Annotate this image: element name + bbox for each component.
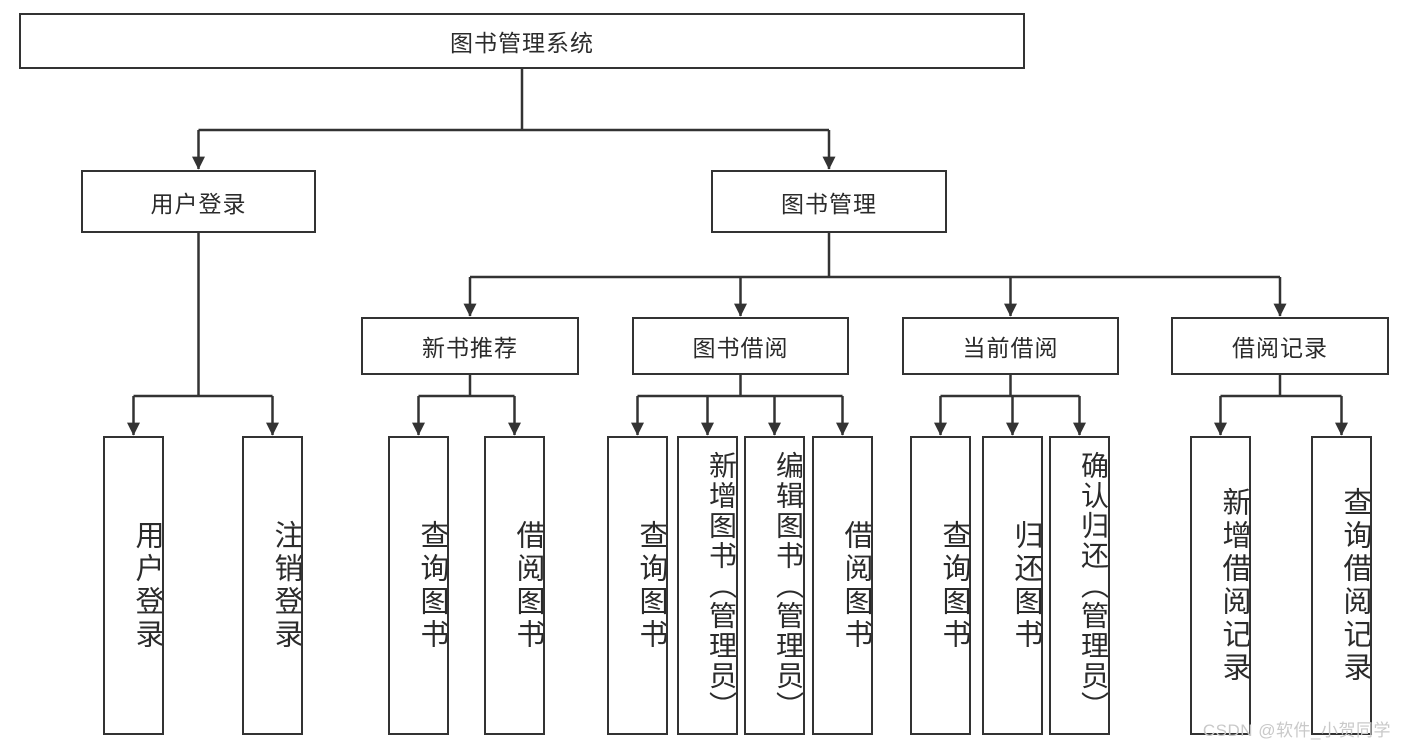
node-label: 借阅记录 [1232, 335, 1328, 361]
node-label: 确认归还（管理员） [1078, 450, 1109, 721]
node-l2-0[interactable]: 新书推荐 [361, 317, 579, 375]
node-leaf-7[interactable]: 借阅图书 [812, 436, 873, 735]
node-leaf-8[interactable]: 查询图书 [910, 436, 971, 735]
node-l1-0[interactable]: 用户登录 [81, 170, 316, 233]
node-label: 查询借阅记录 [1339, 486, 1371, 685]
node-leaf-2[interactable]: 查询图书 [388, 436, 449, 735]
node-label: 查询图书 [635, 519, 667, 652]
node-l2-3[interactable]: 借阅记录 [1171, 317, 1389, 375]
node-leaf-5[interactable]: 新增图书（管理员） [677, 436, 738, 735]
node-label: 编辑图书（管理员） [773, 450, 804, 721]
node-label: 新书推荐 [422, 335, 518, 361]
node-leaf-12[interactable]: 查询借阅记录 [1311, 436, 1372, 735]
node-label: 新增图书（管理员） [706, 450, 737, 721]
node-leaf-9[interactable]: 归还图书 [982, 436, 1043, 735]
node-label: 用户登录 [131, 519, 163, 652]
node-l2-2[interactable]: 当前借阅 [902, 317, 1119, 375]
node-label: 用户登录 [150, 190, 247, 217]
node-label: 借阅图书 [840, 519, 872, 652]
node-label: 图书借阅 [692, 335, 789, 361]
node-l1-1[interactable]: 图书管理 [711, 170, 947, 233]
node-leaf-0[interactable]: 用户登录 [103, 436, 164, 735]
node-label: 当前借阅 [962, 335, 1059, 361]
node-label: 查询图书 [416, 519, 448, 652]
node-leaf-3[interactable]: 借阅图书 [484, 436, 545, 735]
node-leaf-6[interactable]: 编辑图书（管理员） [744, 436, 805, 735]
node-leaf-1[interactable]: 注销登录 [242, 436, 303, 735]
node-label: 借阅图书 [512, 519, 544, 652]
node-label: 图书管理 [781, 190, 877, 217]
node-leaf-4[interactable]: 查询图书 [607, 436, 668, 735]
node-l2-1[interactable]: 图书借阅 [632, 317, 849, 375]
node-root[interactable]: 图书管理系统 [19, 13, 1025, 69]
node-label: 图书管理系统 [450, 30, 594, 56]
node-label: 查询图书 [938, 519, 970, 652]
node-label: 新增借阅记录 [1218, 486, 1250, 685]
node-leaf-10[interactable]: 确认归还（管理员） [1049, 436, 1110, 735]
node-leaf-11[interactable]: 新增借阅记录 [1190, 436, 1251, 735]
node-label: 归还图书 [1010, 519, 1042, 652]
node-label: 注销登录 [270, 519, 302, 652]
